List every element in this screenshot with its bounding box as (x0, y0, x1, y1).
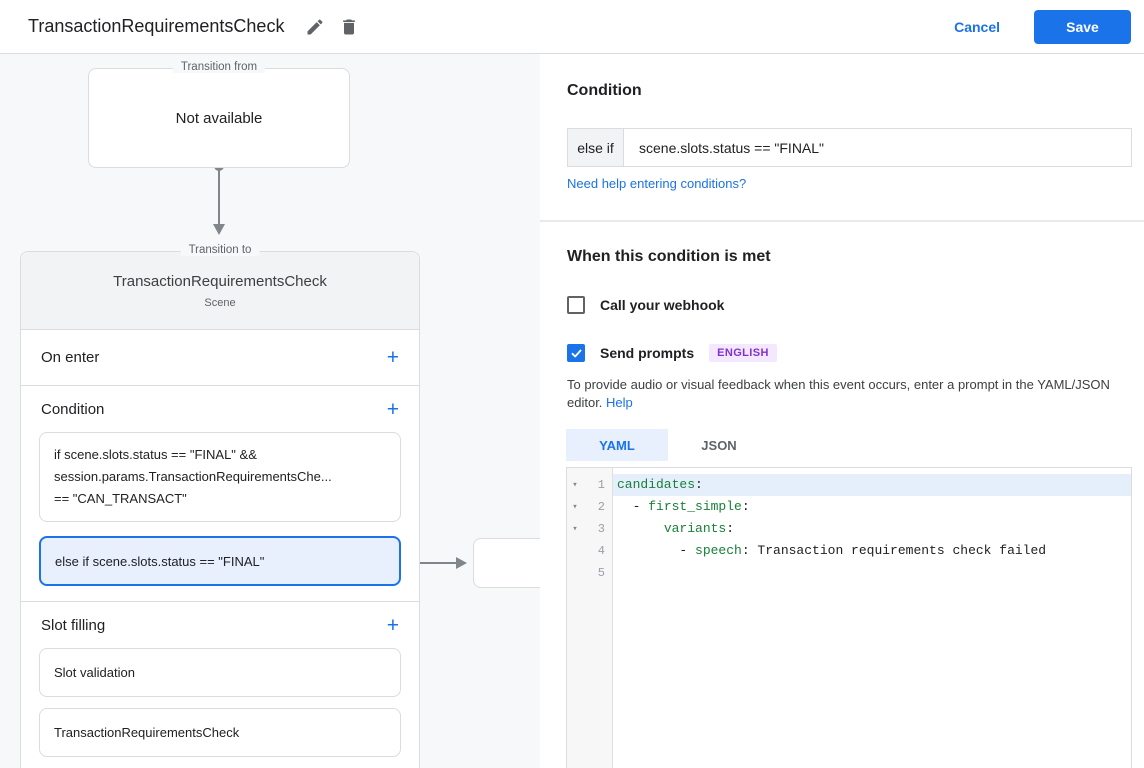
scene-node-header[interactable]: TransactionRequirementsCheck Scene (21, 252, 419, 330)
trash-icon (339, 17, 359, 37)
gutter-row: ▾1 (567, 474, 612, 496)
edit-scene-button[interactable] (298, 10, 332, 44)
yaml-text-token: - (617, 543, 696, 558)
save-button[interactable]: Save (1034, 9, 1131, 44)
editor-code-area[interactable]: candidates: - first_simple: variants: - … (613, 468, 1131, 768)
cancel-button[interactable]: Cancel (938, 11, 1016, 43)
tab-json[interactable]: JSON (668, 429, 770, 461)
help-link[interactable]: Help (606, 395, 633, 410)
transition-target-node[interactable] (473, 538, 540, 588)
when-condition-met-title: When this condition is met (567, 248, 771, 265)
transition-from-node: Transition from Not available (88, 61, 350, 168)
condition-expression-row: else if (567, 128, 1132, 167)
condition-item-1[interactable]: if scene.slots.status == "FINAL" && sess… (39, 432, 401, 522)
yaml-text-token: : (695, 477, 703, 492)
code-line-3[interactable]: variants: (613, 518, 1131, 540)
yaml-text-token: : (726, 521, 735, 536)
prompt-description: To provide audio or visual feedback when… (567, 376, 1143, 412)
condition-item-2-selected[interactable]: else if scene.slots.status == "FINAL" (39, 536, 401, 586)
line-number: 4 (597, 544, 605, 558)
yaml-text-token (617, 521, 664, 536)
line-number: 5 (597, 566, 605, 580)
add-on-enter-button[interactable]: + (386, 346, 399, 369)
condition-section-label: Condition (41, 400, 105, 418)
code-line-2[interactable]: - first_simple: (613, 496, 1131, 518)
transition-from-legend: Transition from (172, 61, 266, 73)
code-line-1[interactable]: candidates: (613, 474, 1131, 496)
tab-yaml[interactable]: YAML (566, 429, 668, 461)
yaml-key-token: variants (663, 521, 727, 536)
yaml-text-token: - (617, 499, 649, 514)
fold-arrow-icon[interactable]: ▾ (572, 480, 578, 490)
yaml-key-token: candidates (617, 477, 696, 492)
call-webhook-row: Call your webhook (567, 296, 724, 314)
slot-filling-label: Slot filling (41, 616, 106, 634)
slot-item-validation[interactable]: Slot validation (39, 648, 401, 697)
condition-item-1-line-1: if scene.slots.status == "FINAL" && (54, 447, 257, 462)
condition-item-1-line-2: session.params.TransactionRequirementsCh… (54, 469, 332, 484)
send-prompts-row: Send prompts ENGLISH (567, 344, 777, 362)
fold-arrow-icon[interactable]: ▾ (572, 524, 578, 534)
slot-item-validation-text: Slot validation (54, 665, 135, 680)
prompt-description-text: To provide audio or visual feedback when… (567, 377, 1110, 410)
condition-expression-input[interactable] (623, 128, 1132, 167)
editor-format-tabs: YAML JSON (566, 429, 770, 461)
on-enter-row: On enter + (21, 330, 419, 386)
yaml-key-token: first_simple (648, 499, 742, 514)
send-prompts-checkbox[interactable] (567, 344, 585, 362)
scene-node-title: TransactionRequirementsCheck (113, 272, 327, 290)
panel-divider (540, 220, 1144, 222)
call-webhook-checkbox[interactable] (567, 296, 585, 314)
add-slot-button[interactable]: + (386, 613, 399, 637)
condition-item-2-text: else if scene.slots.status == "FINAL" (55, 553, 265, 569)
scene-flow-diagram: Transition from Not available Transition… (0, 54, 540, 768)
panel-title: Condition (567, 82, 642, 99)
condition-section-divider (21, 601, 419, 602)
condition-detail-panel: Condition else if Need help entering con… (540, 54, 1144, 768)
yaml-text-token: : (741, 499, 750, 514)
page-title: TransactionRequirementsCheck (28, 16, 285, 36)
condition-prefix-label: else if (567, 128, 623, 167)
delete-scene-button[interactable] (332, 10, 366, 44)
topbar: TransactionRequirementsCheck Cancel Save (0, 0, 1144, 54)
line-number: 1 (597, 478, 605, 492)
call-webhook-label: Call your webhook (600, 297, 725, 313)
send-prompts-label: Send prompts (600, 345, 695, 361)
language-badge: ENGLISH (709, 344, 777, 362)
code-line-5[interactable] (613, 562, 1131, 584)
scene-node-card: Transition to TransactionRequirementsChe… (20, 244, 420, 768)
gutter-row: 4 (567, 540, 612, 562)
yaml-key-token: speech (695, 543, 742, 558)
condition-item-1-line-3: == "CAN_TRANSACT" (54, 491, 187, 506)
pencil-icon (305, 17, 325, 37)
line-number: 3 (597, 522, 605, 536)
slot-filling-section-row: Slot filling + (21, 602, 419, 648)
yaml-text-token: : Transaction requirements check failed (741, 543, 1047, 558)
gutter-row: ▾3 (567, 518, 612, 540)
condition-help-link[interactable]: Need help entering conditions? (567, 176, 747, 191)
line-number: 2 (597, 500, 605, 514)
slot-item-transaction-check-text: TransactionRequirementsCheck (54, 725, 240, 740)
gutter-row: 5 (567, 562, 612, 584)
add-condition-button[interactable]: + (386, 397, 399, 421)
fold-arrow-icon[interactable]: ▾ (572, 502, 578, 512)
on-enter-label: On enter (41, 349, 100, 366)
condition-section-row: Condition + (21, 386, 419, 432)
slot-item-transaction-check[interactable]: TransactionRequirementsCheck (39, 708, 401, 757)
transition-to-legend: Transition to (180, 244, 260, 256)
scene-node-subtitle: Scene (204, 296, 236, 309)
transition-from-content: Not available (175, 109, 263, 127)
code-line-4[interactable]: - speech: Transaction requirements check… (613, 540, 1131, 562)
checkmark-icon (570, 347, 583, 360)
gutter-row: ▾2 (567, 496, 612, 518)
